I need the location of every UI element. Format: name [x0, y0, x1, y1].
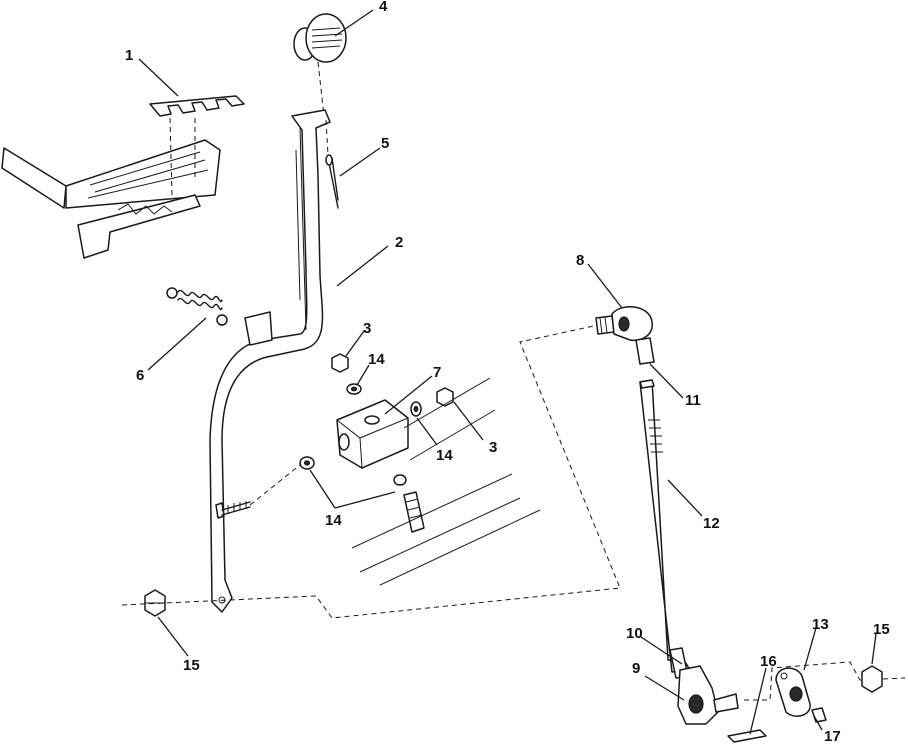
callout-5: 5 [381, 135, 389, 152]
part-9-rod-end [677, 665, 739, 725]
part-6-spring [166, 287, 228, 326]
callout-4: 4 [379, 0, 388, 15]
callout-7: 7 [433, 364, 441, 381]
callout-15-right: 15 [873, 621, 890, 638]
part-4-knob [293, 13, 347, 117]
part-8-rod-end [595, 306, 655, 365]
part-16-key [727, 729, 767, 743]
part-17-cap [811, 707, 827, 723]
callout-12: 12 [703, 515, 720, 532]
part-12-rod [639, 379, 691, 679]
callout-15-left: 15 [183, 657, 200, 674]
part-13-lever [775, 667, 811, 717]
callout-3-upper: 3 [363, 320, 371, 337]
leader-lines [138, 9, 877, 735]
callout-14-upper: 14 [368, 351, 385, 368]
part-7-pivot-block [336, 399, 409, 469]
part-15-nut-right [861, 665, 883, 693]
callout-2: 2 [395, 234, 403, 251]
hardware-nuts-washers [144, 353, 454, 617]
mounting-bracket [1, 117, 221, 259]
linkage-dashed-lines [121, 324, 906, 701]
callout-labels: 1 2 3 3 4 5 6 7 8 9 10 11 12 13 14 14 14… [125, 0, 890, 745]
callout-3-right: 3 [489, 439, 497, 456]
callout-8: 8 [576, 252, 584, 269]
callout-14-right: 14 [436, 447, 453, 464]
callout-17: 17 [824, 728, 841, 745]
callout-1: 1 [125, 47, 133, 64]
callout-13: 13 [812, 616, 829, 633]
callout-9: 9 [632, 660, 640, 677]
callout-6: 6 [136, 367, 144, 384]
part-2-shift-lever [209, 109, 331, 613]
callout-10: 10 [626, 625, 643, 642]
callout-11: 11 [685, 392, 701, 409]
callout-16: 16 [760, 653, 777, 670]
part-5-pin [325, 119, 339, 209]
part-1-shim [149, 95, 245, 117]
callout-14-lower: 14 [325, 512, 342, 529]
